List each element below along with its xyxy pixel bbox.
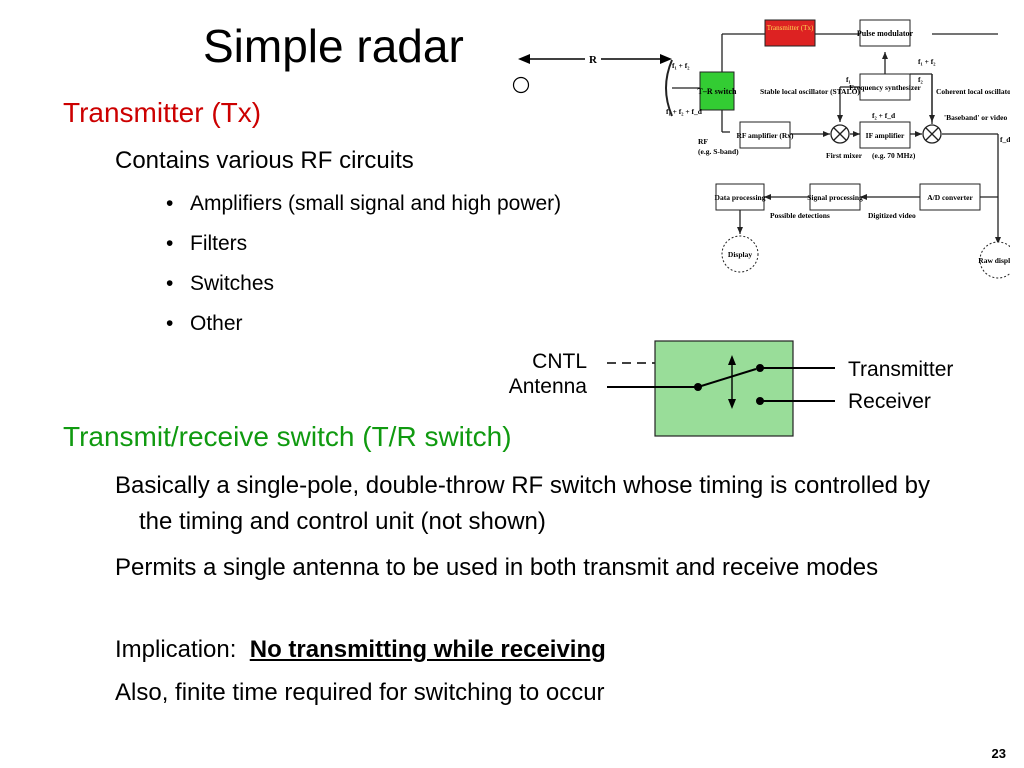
svg-text:Possible detections: Possible detections — [770, 211, 830, 220]
slide-title: Simple radar — [203, 20, 464, 72]
raw-display-block: Raw display — [978, 256, 1010, 265]
bullet-item: •Filters — [166, 232, 248, 255]
switch-box — [654, 340, 794, 437]
display-block: Display — [728, 250, 752, 259]
svg-text:Stable local oscillator (STALO: Stable local oscillator (STALO) — [760, 87, 860, 96]
bullet-item: •Amplifiers (small signal and high power… — [166, 192, 562, 215]
tr-switch-schematic: CNTL Antenna Transmitter Receiver — [509, 340, 953, 437]
data-proc-block: Data processing — [715, 193, 766, 202]
range-label: R — [589, 54, 598, 66]
implication-line: Implication: No transmitting while recei… — [115, 636, 606, 663]
page-number: 23 — [991, 746, 1006, 761]
transmitter-heading: Transmitter (Tx) — [63, 97, 262, 128]
rf-amp-block: RF amplifier (Rx) — [736, 131, 794, 140]
bullet-item: •Other — [166, 312, 243, 335]
tr-switch-block: T–R switch — [698, 87, 737, 96]
range-arrow: R — [512, 51, 672, 94]
svg-text:First mixer: First mixer — [826, 151, 863, 160]
receiver-label: Receiver — [848, 390, 931, 413]
target-icon — [512, 76, 530, 94]
svg-text:f₁ + f₂ + f_d: f₁ + f₂ + f_d — [666, 107, 703, 116]
svg-text:RF: RF — [698, 137, 708, 146]
tr-point: Also, finite time required for switching… — [115, 679, 605, 706]
radar-block-diagram: Transmitter (Tx) Pulse modulator T–R swi… — [665, 19, 1010, 279]
svg-text:f₁ + f₂: f₁ + f₂ — [672, 61, 690, 70]
signal-proc-block: Signal processing — [807, 193, 863, 202]
svg-text:Coherent local oscillator (COL: Coherent local oscillator (COLO) — [936, 87, 1010, 96]
freq-synth-block: Frequency synthesizer — [849, 83, 921, 92]
if-amp-block: IF amplifier — [866, 131, 905, 140]
transmitter-label: Transmitter — [848, 358, 953, 381]
antenna-label: Antenna — [509, 375, 588, 398]
tx-block: Transmitter (Tx) — [767, 24, 814, 32]
tr-switch-heading: Transmit/receive switch (T/R switch) — [63, 421, 512, 452]
pulse-modulator-block: Pulse modulator — [857, 29, 914, 38]
svg-text:f₁: f₁ — [846, 75, 851, 84]
implication-value: No transmitting while receiving — [249, 636, 606, 663]
svg-text:Digitized video: Digitized video — [868, 211, 916, 220]
ad-conv-block: A/D converter — [927, 193, 973, 202]
tr-point: Basically a single-pole, double-throw RF… — [115, 472, 931, 535]
tr-point: Permits a single antenna to be used in b… — [115, 554, 879, 581]
bullet-item: •Switches — [166, 272, 275, 295]
svg-text:(e.g. 70 MHz): (e.g. 70 MHz) — [872, 151, 916, 160]
svg-text:f₁ + f₂: f₁ + f₂ — [918, 57, 936, 66]
svg-text:'Baseband' or video: 'Baseband' or video — [944, 113, 1007, 122]
svg-text:f₂: f₂ — [918, 75, 923, 84]
cntl-label: CNTL — [532, 350, 587, 373]
svg-text:f₂ + f_d: f₂ + f_d — [872, 111, 896, 120]
svg-text:f_d: f_d — [1000, 135, 1010, 144]
transmitter-subheading: Contains various RF circuits — [115, 147, 414, 174]
svg-text:(e.g. S-band): (e.g. S-band) — [698, 147, 739, 156]
